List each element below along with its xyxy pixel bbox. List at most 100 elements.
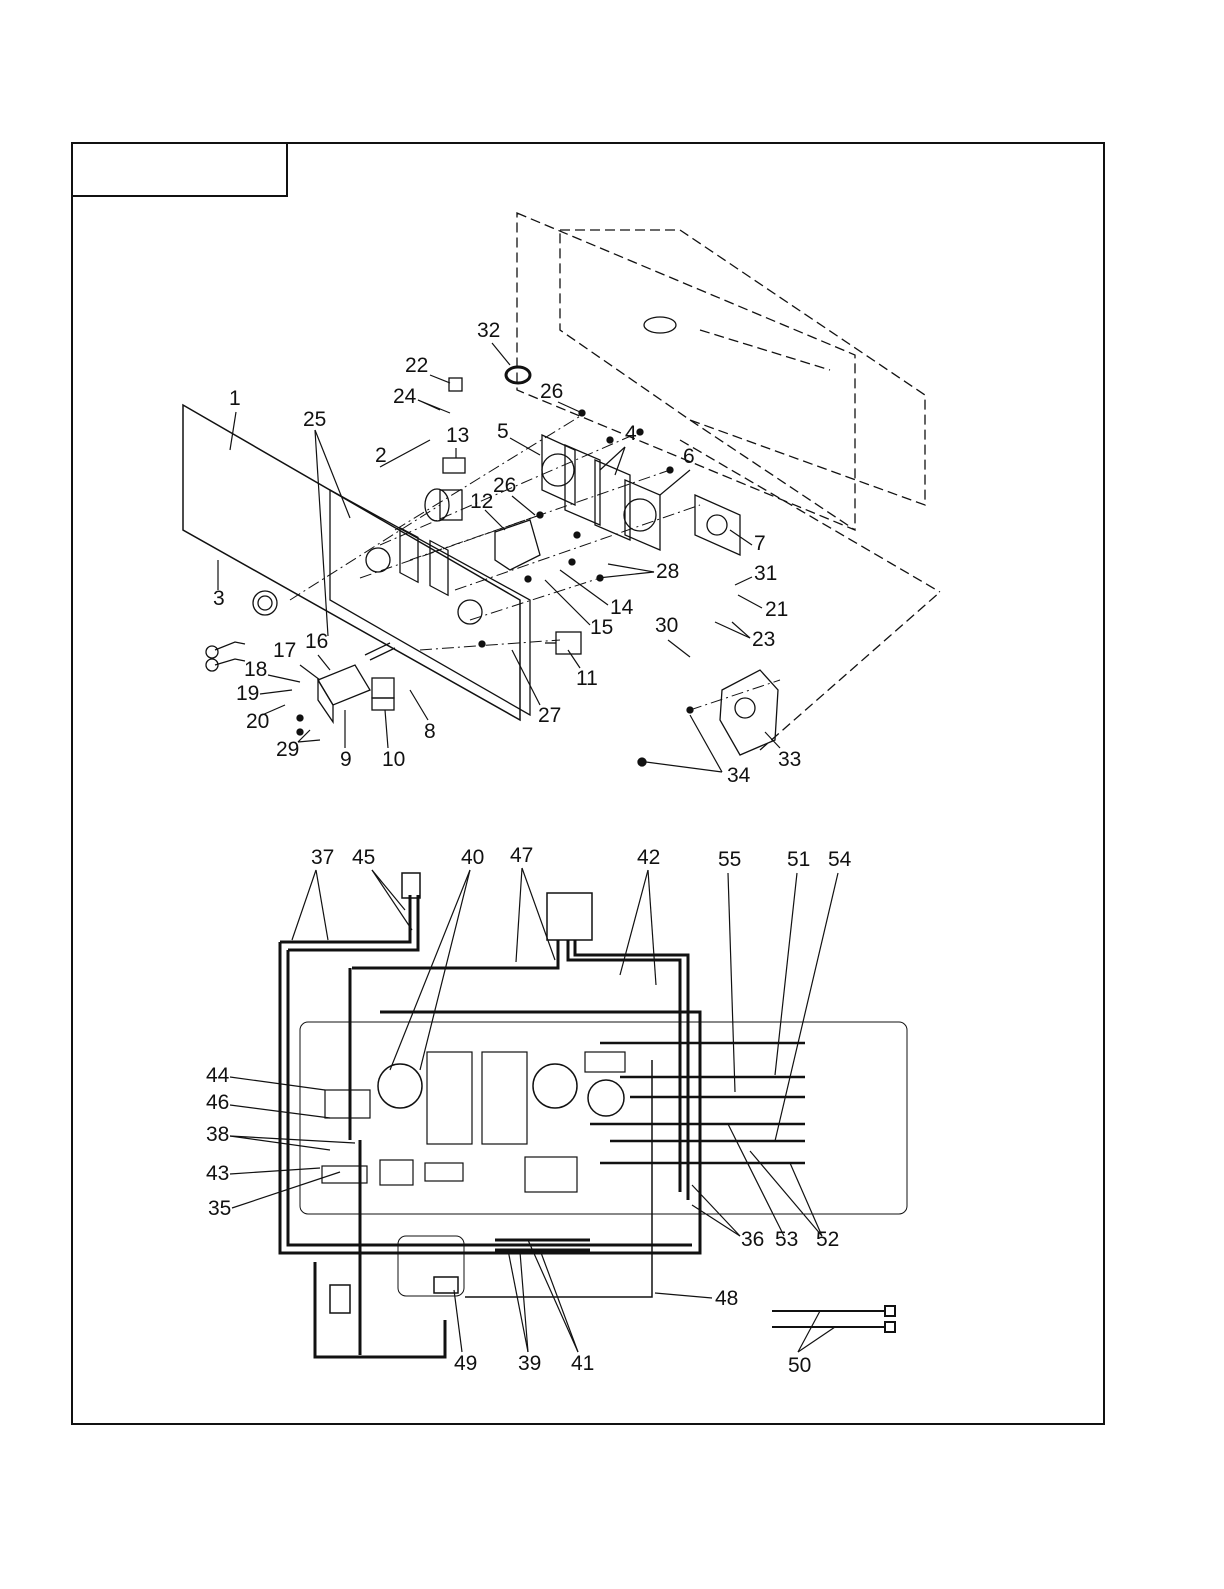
idle-switch-8 xyxy=(364,642,396,661)
callout-c8: 8 xyxy=(424,720,436,743)
leader-w55 xyxy=(727,872,736,1093)
callout-c3: 3 xyxy=(213,587,225,610)
leader-c33 xyxy=(764,731,781,749)
leader-w53 xyxy=(727,1123,785,1237)
connector-49 xyxy=(433,1276,459,1294)
callout-c25: 25 xyxy=(303,408,326,431)
leader-w37 xyxy=(315,869,329,941)
leader-w39 xyxy=(507,1249,529,1353)
callout-w49: 49 xyxy=(454,1352,477,1375)
callout-c1: 1 xyxy=(229,387,241,410)
callout-c26b: 26 xyxy=(493,474,516,497)
leader-c26b xyxy=(511,495,536,516)
callout-c24: 24 xyxy=(393,385,417,408)
leader-w44 xyxy=(229,1076,326,1091)
callout-c21: 21 xyxy=(765,598,788,621)
callout-c9: 9 xyxy=(340,748,352,771)
callout-c27: 27 xyxy=(538,704,561,727)
callout-c17: 17 xyxy=(273,639,296,662)
callout-c4: 4 xyxy=(625,422,637,445)
leader-w40 xyxy=(419,869,471,1071)
leader-w52 xyxy=(749,1150,823,1237)
connector-13 xyxy=(442,457,466,474)
leader-w42 xyxy=(619,869,649,976)
jumper-leads-50 xyxy=(772,1305,896,1333)
harness-wires xyxy=(278,895,702,1359)
title-box xyxy=(71,142,288,197)
relay-box xyxy=(584,1051,626,1073)
diagram-frame xyxy=(71,142,1105,1425)
callout-c18: 18 xyxy=(244,658,267,681)
leader-c5 xyxy=(509,437,541,456)
callout-c23: 23 xyxy=(752,628,775,651)
leader-w48 xyxy=(654,1292,713,1299)
leader-c23 xyxy=(714,621,751,639)
connector-47 xyxy=(546,892,593,941)
callout-c28: 28 xyxy=(656,560,679,583)
leader-c6 xyxy=(659,469,691,496)
leader-c1 xyxy=(229,411,237,451)
terminal-block xyxy=(524,1156,578,1193)
callout-c11: 11 xyxy=(576,667,598,690)
callout-c33: 33 xyxy=(778,748,801,771)
callout-c29: 29 xyxy=(276,738,299,761)
leader-c29 xyxy=(297,739,321,743)
leader-c10 xyxy=(384,709,389,749)
leader-c31 xyxy=(734,576,753,586)
callout-c5: 5 xyxy=(497,420,509,443)
plate-hole-1 xyxy=(365,547,391,573)
callout-w47: 47 xyxy=(510,844,533,867)
callout-c14: 14 xyxy=(610,596,634,619)
leader-w47 xyxy=(515,867,523,963)
leader-w38 xyxy=(229,1135,356,1144)
leader-c14 xyxy=(559,569,609,606)
leader-w50 xyxy=(797,1310,821,1353)
voltmeter-box xyxy=(424,1162,464,1182)
leader-w35 xyxy=(231,1171,341,1209)
callout-w41: 41 xyxy=(571,1352,594,1375)
callout-w50: 50 xyxy=(788,1354,811,1377)
leader-c7 xyxy=(729,529,753,546)
callout-w53: 53 xyxy=(775,1228,798,1251)
connector-45 xyxy=(401,872,421,899)
part-44-46 xyxy=(324,1089,371,1119)
callout-c13: 13 xyxy=(446,424,469,447)
bracket-12 xyxy=(494,519,541,571)
leader-w47 xyxy=(521,867,556,961)
connector-bottom-left xyxy=(329,1284,351,1314)
callout-w45: 45 xyxy=(352,846,375,869)
callout-w48: 48 xyxy=(715,1287,738,1310)
callout-c26a: 26 xyxy=(540,380,563,403)
leader-c32 xyxy=(491,342,511,366)
leader-c28 xyxy=(597,571,655,579)
receptacle-10 xyxy=(371,677,395,711)
leader-w45 xyxy=(371,869,413,931)
callout-w42: 42 xyxy=(637,846,660,869)
outlet-40-left xyxy=(377,1063,423,1109)
leader-w46 xyxy=(229,1104,331,1119)
leader-c27 xyxy=(511,649,541,706)
callout-w51: 51 xyxy=(787,848,810,871)
callout-c6: 6 xyxy=(683,445,695,468)
callout-c31: 31 xyxy=(754,562,777,585)
housing-box-dashed xyxy=(516,212,941,751)
leader-w54 xyxy=(774,872,839,1142)
leader-c4 xyxy=(614,446,626,476)
leader-w41 xyxy=(527,1239,579,1353)
callout-w39: 39 xyxy=(518,1352,541,1375)
explosion-lines xyxy=(289,414,781,711)
part-43 xyxy=(321,1165,368,1184)
leader-c16 xyxy=(317,654,331,671)
leader-c28 xyxy=(607,563,655,573)
leader-w37 xyxy=(291,869,317,941)
thermal-protector-33 xyxy=(719,669,779,756)
leader-w36 xyxy=(691,1204,741,1237)
callout-c20: 20 xyxy=(246,710,269,733)
leader-w50 xyxy=(797,1326,836,1353)
callout-w37: 37 xyxy=(311,846,334,869)
leader-c26a xyxy=(557,401,581,413)
callout-c32: 32 xyxy=(477,319,500,342)
leader-w38 xyxy=(229,1135,331,1151)
